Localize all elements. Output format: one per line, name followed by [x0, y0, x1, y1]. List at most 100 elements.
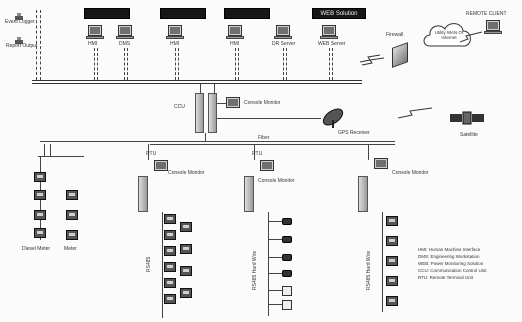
rtu-io-module	[386, 296, 398, 306]
event-logger-icon	[14, 8, 24, 20]
main-network-bus	[32, 83, 362, 84]
fiber-bus	[150, 144, 395, 145]
firewall-label: Firewall	[386, 32, 404, 38]
workstation-hmi-3	[226, 25, 244, 39]
device-link	[268, 304, 282, 305]
rtu-cabinet	[244, 176, 254, 212]
rtu-console-label: Console Monitor	[258, 178, 295, 184]
fiber-drop	[148, 144, 149, 160]
left-fiber-bus	[40, 141, 150, 142]
rtu-title: RTU	[146, 151, 157, 157]
field-device	[282, 254, 292, 261]
drop-line	[175, 48, 176, 80]
device-link	[268, 239, 282, 240]
main-network-bus	[32, 80, 362, 81]
legend-item: HMI: Human Machine Interface	[418, 247, 481, 252]
rtu-io-module	[180, 266, 192, 276]
meter-label: Meter	[64, 246, 77, 252]
drop-line	[36, 10, 37, 80]
drop-line	[178, 48, 179, 80]
meter-module	[66, 210, 78, 220]
meter-module	[34, 228, 46, 238]
field-device	[282, 270, 292, 277]
device-link	[268, 221, 282, 222]
report-printer-icon	[14, 32, 24, 44]
meter-module	[66, 230, 78, 240]
drop-line	[235, 48, 236, 80]
meter-module	[66, 190, 78, 200]
console-link	[217, 103, 226, 104]
rtu-cabinet	[138, 176, 148, 212]
drop-line	[238, 48, 239, 80]
wan-link-icon	[360, 54, 385, 66]
ccu-unit	[195, 93, 204, 133]
diesel-meter-label: Diesel Meter	[22, 246, 51, 252]
legend-item: DMS: Engineering Workstation	[418, 254, 480, 259]
console-monitor-label: Console Monitor	[244, 100, 281, 106]
fiber-bus	[150, 141, 395, 142]
meter-module	[34, 190, 46, 200]
header-box-3	[224, 8, 270, 19]
drop-line	[283, 48, 284, 80]
rs485-label: RS485	[146, 256, 152, 272]
drop-line	[329, 48, 330, 80]
rtu-title: RTU	[252, 151, 263, 157]
rtu-console-label: Console Monitor	[392, 170, 429, 176]
rtu-io-module	[386, 216, 398, 226]
drop-line	[127, 48, 128, 80]
wan-link-icon	[460, 31, 483, 43]
field-device	[282, 236, 292, 243]
rtu-field-bus	[268, 212, 269, 316]
field-device	[282, 218, 292, 225]
workstation-label: DMS	[119, 41, 131, 47]
satellite-icon	[450, 111, 484, 125]
workstation-hmi-1	[86, 25, 104, 39]
drop-line	[124, 48, 125, 80]
workstation-hmi-2	[166, 25, 184, 39]
legend-item: RTU: Remote Terminal Unit	[418, 275, 473, 280]
rtu-field-bus	[382, 212, 383, 312]
field-relay	[282, 286, 292, 296]
radio-link-icon	[398, 107, 433, 119]
header-box-2	[160, 8, 206, 19]
rs485-hard-wire-label: RS485 Hard Wire	[252, 250, 258, 290]
satellite-label: Satellite	[460, 132, 478, 138]
cloud-label-line: Utility WAN Or Internet	[434, 30, 464, 40]
rtu-console-monitor	[260, 160, 274, 171]
ccu-label: CCU	[174, 104, 185, 110]
remote-client-label: REMOTE CLIENT	[466, 11, 507, 17]
firewall-icon	[392, 42, 408, 68]
console-monitor-main	[226, 97, 240, 108]
workstation-dr-server	[274, 25, 292, 39]
event-logger-label: Event Logger	[5, 19, 35, 25]
meter-module	[34, 210, 46, 220]
meter-module	[34, 172, 46, 182]
rtu-io-module	[164, 262, 176, 272]
rtu-io-module	[164, 278, 176, 288]
rtu-io-module	[386, 256, 398, 266]
gps-link	[217, 118, 321, 119]
workstation-label: HMI	[230, 41, 240, 47]
legend-item: WEB: Power Monitoring Solution	[418, 261, 484, 266]
rtu-field-bus	[162, 212, 163, 318]
cloud-icon	[423, 23, 471, 47]
gps-dish-icon	[322, 108, 344, 128]
legend: HMI: Human Machine Interface DMS: Engine…	[418, 246, 518, 281]
fiber-label: Fiber	[258, 135, 270, 141]
rtu-io-module	[180, 244, 192, 254]
header-box-1	[84, 8, 130, 19]
rtu-io-module	[180, 222, 192, 232]
drop-line	[286, 48, 287, 80]
drop-line	[94, 48, 95, 80]
rs485-hard-wire-label: RS485 Hard Wire	[366, 250, 372, 290]
core-link	[200, 84, 201, 94]
header-box-web-solution: WEB Solution	[312, 8, 366, 19]
drop-line	[97, 48, 98, 80]
core-link	[214, 84, 215, 94]
workstation-label: HMI	[88, 41, 98, 47]
fiber-drop	[44, 144, 45, 156]
rtu-io-module	[180, 288, 192, 298]
field-relay	[282, 300, 292, 310]
workstation-label: DR Server	[272, 41, 296, 47]
rtu-io-module	[164, 246, 176, 256]
